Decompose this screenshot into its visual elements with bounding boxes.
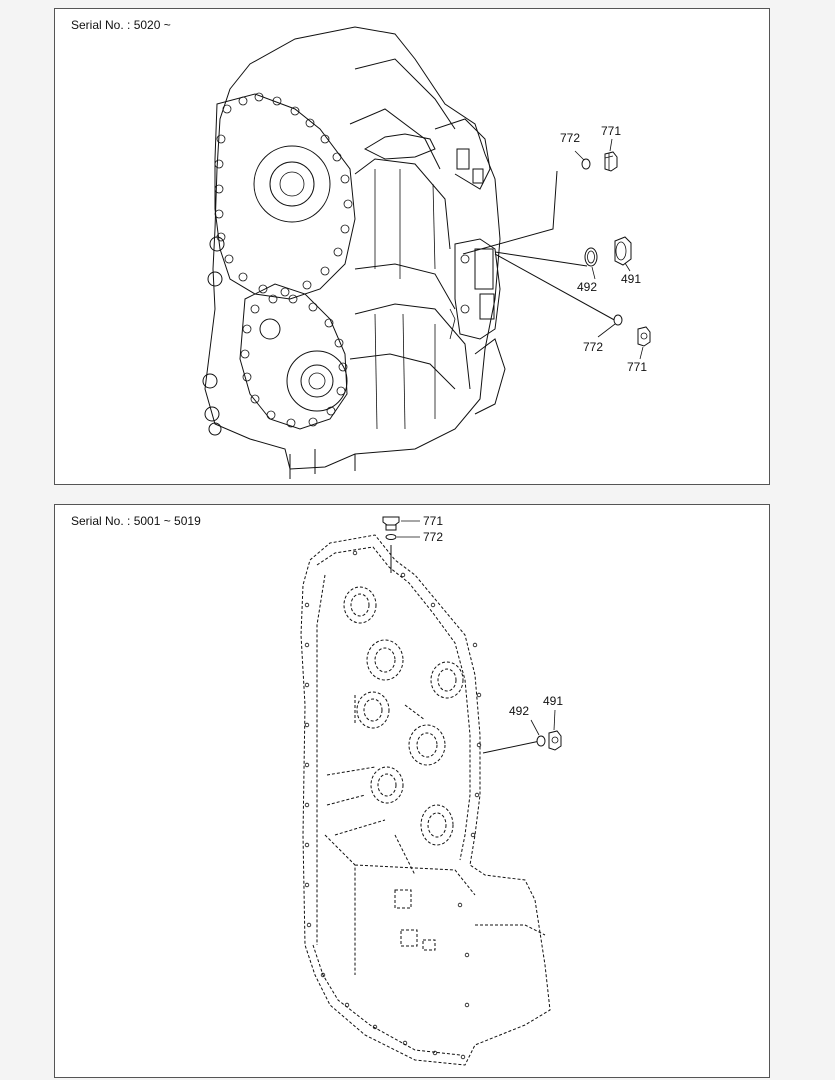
part-772-oring-upper xyxy=(581,158,591,170)
leader-lines xyxy=(390,545,541,754)
part-492-oring xyxy=(536,735,546,747)
transmission-housing-drawing: 772 771 492 491 772 771 xyxy=(202,26,651,479)
label-771-lower: 771 xyxy=(627,360,647,374)
part-771-plug-top xyxy=(382,516,400,531)
leader-lines xyxy=(462,170,619,323)
flange-bolt-holes xyxy=(214,92,353,428)
part-772-oring-top xyxy=(385,534,397,540)
label-771: 771 xyxy=(423,514,443,528)
part-491-plug xyxy=(548,730,562,751)
label-491: 491 xyxy=(621,272,641,286)
label-772-lower: 772 xyxy=(583,340,603,354)
part-771-plug-upper xyxy=(604,151,618,172)
part-491-plug xyxy=(614,236,632,266)
label-771-upper: 771 xyxy=(601,124,621,138)
panel-serial-5020: Serial No. : 5020 ~ xyxy=(54,8,770,485)
label-492: 492 xyxy=(577,280,597,294)
label-492: 492 xyxy=(509,704,529,718)
transmission-housing xyxy=(202,26,506,479)
housing-cover-plate xyxy=(300,534,551,1066)
label-491: 491 xyxy=(543,694,563,708)
label-772: 772 xyxy=(423,530,443,544)
part-772-oring-lower xyxy=(613,314,623,326)
serial-number-label: Serial No. : 5020 ~ xyxy=(71,18,171,32)
part-771-plug-lower xyxy=(637,326,651,347)
serial-number-label: Serial No. : 5001 ~ 5019 xyxy=(71,514,201,528)
housing-cover-drawing: 771 772 492 491 xyxy=(300,514,563,1066)
cover-bolt-holes xyxy=(304,550,482,1060)
panel-serial-5001-5019: Serial No. : 5001 ~ 5019 xyxy=(54,504,770,1078)
part-492-oring xyxy=(584,247,598,267)
label-772-upper: 772 xyxy=(560,131,580,145)
